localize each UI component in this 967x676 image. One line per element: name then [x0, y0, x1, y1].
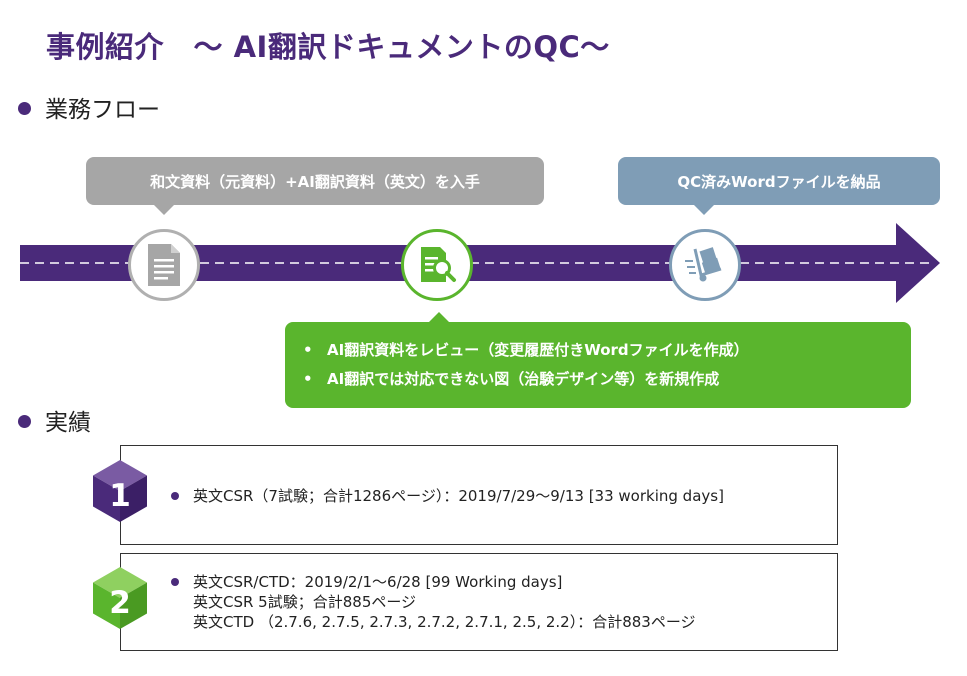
result-1-text: 英文CSR（7試験；合計1286ページ）：2019/7/29～9/13 [33 …: [193, 487, 724, 505]
bullet-dot: [18, 415, 31, 428]
document-node: [128, 229, 200, 301]
result-2-text: 英文CSR 5試験；合計885ページ: [193, 593, 417, 611]
page-title: 事例紹介 ～ AI翻訳ドキュメントのQC～: [46, 30, 610, 64]
bullet-mark: •: [303, 341, 313, 359]
result-2-line: 英文CTD （2.7.6, 2.7.5, 2.7.3, 2.7.2, 2.7.1…: [193, 612, 696, 632]
section-label-flow: 業務フロー: [45, 97, 160, 123]
result-box-2: [120, 553, 838, 651]
review-task-text: AI翻訳では対応できない図（治験デザイン等）を新規作成: [327, 370, 720, 388]
section-heading-flow: 業務フロー: [18, 90, 160, 124]
bullet-dot: [18, 102, 31, 115]
section-label-results: 実績: [45, 410, 91, 436]
result-2-line: 英文CSR 5試験；合計885ページ: [193, 592, 416, 612]
result-1-line: 英文CSR（7試験；合計1286ページ）：2019/7/29～9/13 [33 …: [171, 486, 724, 506]
result-2-text: 英文CTD （2.7.6, 2.7.5, 2.7.3, 2.7.2, 2.7.1…: [193, 613, 696, 631]
hexagon-badge-2: [93, 567, 147, 629]
review-node: [401, 229, 473, 301]
result-number-2: 2: [109, 585, 131, 621]
callout-deliver-text: QC済みWordファイルを納品: [677, 172, 881, 191]
bullet-mark: •: [303, 370, 313, 388]
document-icon: [148, 244, 180, 286]
callout-review-tasks: • AI翻訳資料をレビュー（変更履歴付きWordファイルを作成） • AI翻訳では対…: [285, 312, 911, 408]
callout-deliver-word: QC済みWordファイルを納品: [618, 157, 940, 215]
review-task-item: • AI翻訳では対応できない図（治験デザイン等）を新規作成: [285, 365, 719, 394]
review-task-text: AI翻訳資料をレビュー（変更履歴付きWordファイルを作成）: [327, 341, 749, 359]
hexagon-badge-1: [93, 460, 147, 522]
bullet-dot: [171, 578, 179, 586]
deliver-node: [669, 229, 741, 301]
bullet-dot: [171, 492, 179, 500]
delivery-cart-icon: [685, 247, 722, 282]
callout-receive-materials: 和文資料（元資料）+AI翻訳資料（英文）を入手: [86, 157, 544, 215]
result-box-1: [120, 445, 838, 545]
result-number-1: 1: [109, 478, 131, 514]
result-2-line: 英文CSR/CTD：2019/2/1～6/28 [99 Working days…: [171, 572, 563, 592]
section-heading-results: 実績: [18, 403, 91, 437]
review-search-icon: [421, 247, 456, 282]
callout-receive-text: 和文資料（元資料）+AI翻訳資料（英文）を入手: [150, 172, 480, 191]
review-task-item: • AI翻訳資料をレビュー（変更履歴付きWordファイルを作成）: [285, 336, 749, 365]
result-2-text: 英文CSR/CTD：2019/2/1～6/28 [99 Working days…: [193, 573, 563, 591]
